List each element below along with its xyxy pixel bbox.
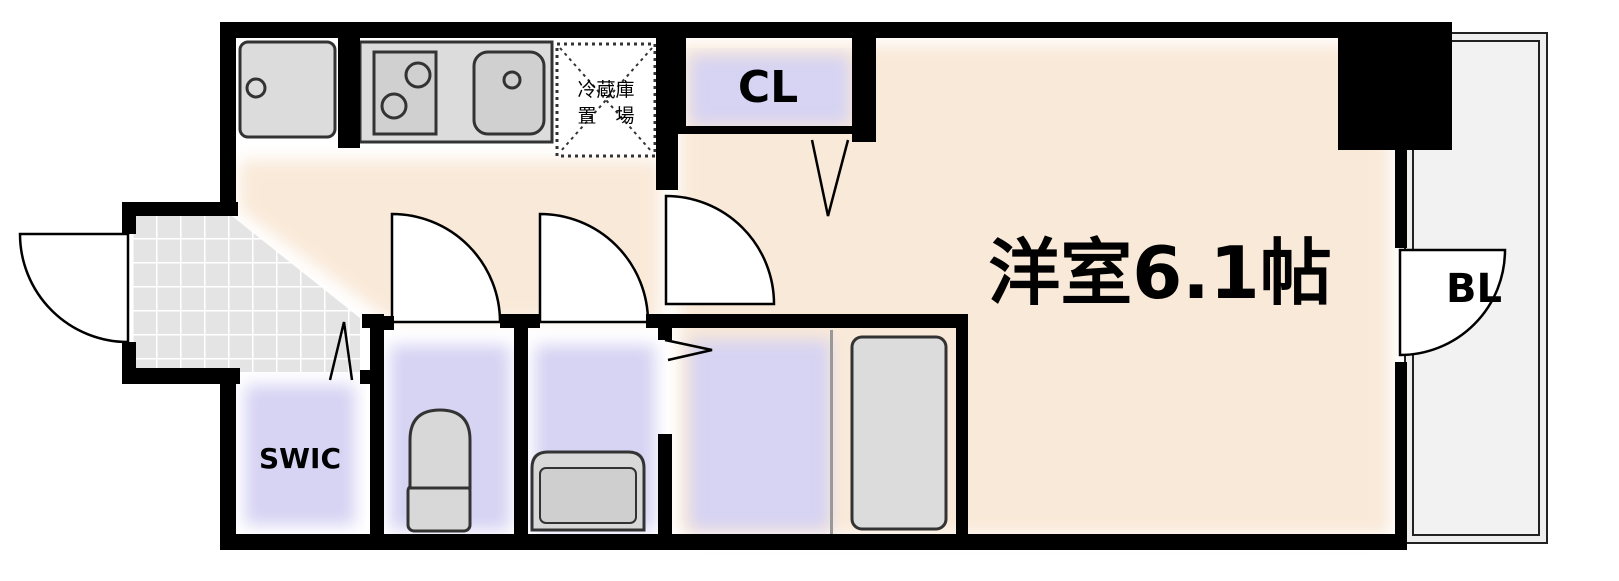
room-door bbox=[664, 194, 776, 306]
entrance-tile bbox=[132, 216, 360, 372]
closet-label: CL bbox=[738, 62, 798, 113]
room-label: 洋室6.1帖 bbox=[988, 231, 1332, 315]
walk-in-closet-label: SWIC bbox=[259, 442, 341, 475]
washroom-door bbox=[538, 212, 650, 324]
wic-floor bbox=[245, 385, 355, 525]
washbasin bbox=[530, 450, 646, 532]
bathroom-floor bbox=[690, 340, 830, 530]
fridge-label-line2: 置 場 bbox=[577, 105, 634, 127]
stove bbox=[372, 50, 438, 136]
entrance-door bbox=[18, 232, 130, 344]
closet-floor bbox=[690, 55, 850, 125]
balcony-label: BL bbox=[1446, 266, 1502, 312]
bathtub bbox=[850, 335, 948, 531]
walls bbox=[122, 22, 1452, 550]
kitchen-sink bbox=[472, 50, 546, 136]
balcony-door bbox=[1398, 248, 1507, 357]
fixtures bbox=[238, 40, 948, 535]
doors bbox=[18, 194, 1507, 357]
toilet bbox=[406, 408, 472, 533]
fridge-label-line1: 冷蔵庫 bbox=[577, 79, 634, 101]
toilet-door bbox=[390, 212, 502, 324]
folding-doors bbox=[328, 139, 850, 381]
sink-unit bbox=[238, 40, 337, 139]
